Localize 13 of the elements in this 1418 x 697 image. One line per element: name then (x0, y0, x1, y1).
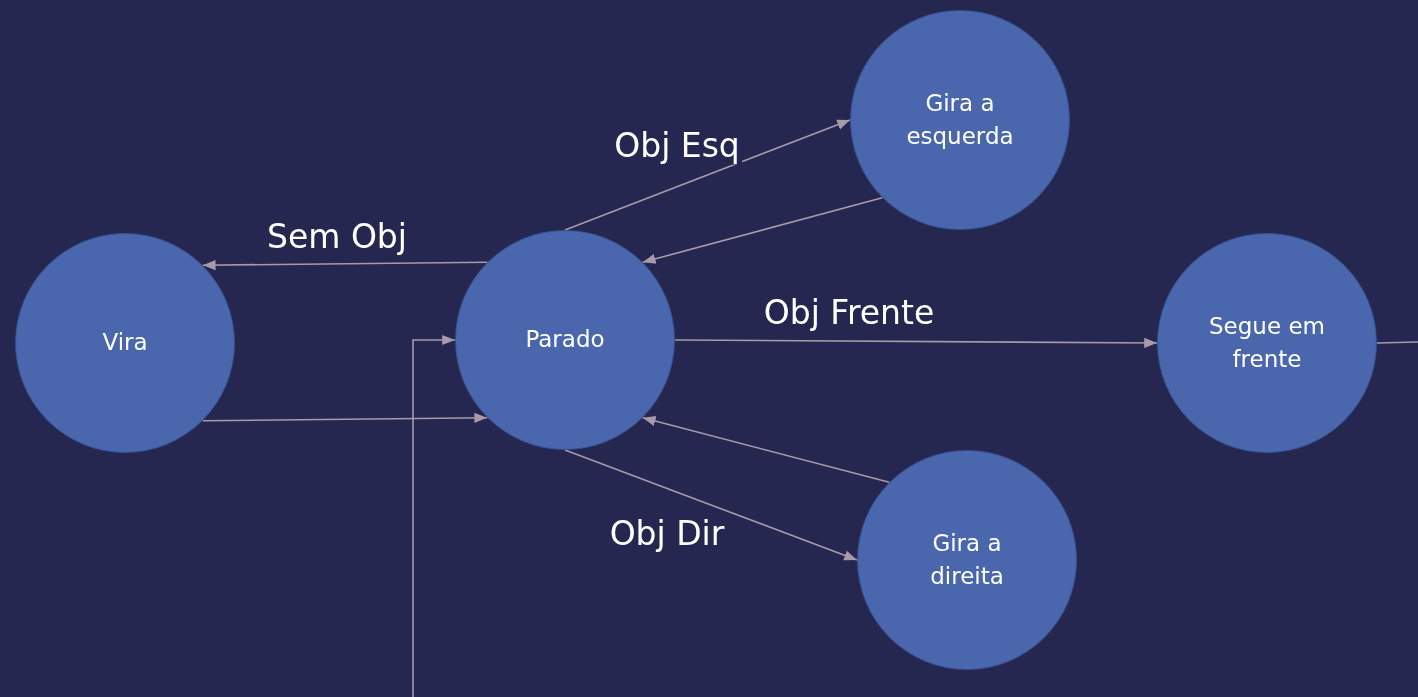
arrow (412, 334, 456, 697)
arrow (642, 197, 883, 264)
arrow (564, 119, 851, 231)
arrow (564, 449, 858, 561)
arrow (202, 259, 489, 271)
state-label: Gira a direita (929, 528, 1005, 591)
state-label: Gira a esquerda (905, 88, 1015, 151)
arrow (642, 416, 890, 484)
arrow (202, 412, 489, 424)
state-label: Segue em frente (1208, 311, 1326, 374)
arrow (674, 337, 1158, 349)
state-label: Vira (102, 328, 148, 358)
state-label: Parado (525, 325, 605, 355)
